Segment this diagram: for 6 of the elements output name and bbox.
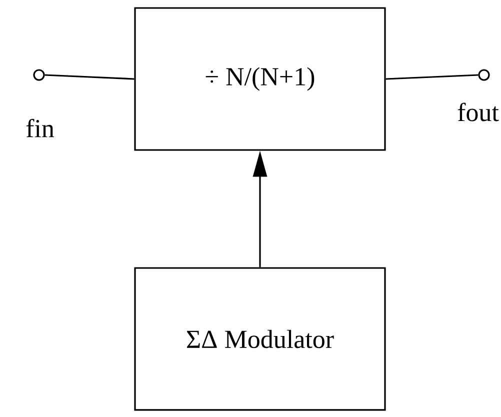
terminal-circle — [478, 69, 490, 81]
terminal-label: fout — [458, 102, 499, 122]
block-box: ÷ N/(N+1) — [134, 7, 386, 151]
block-box: ΣΔ Modulator — [134, 267, 386, 411]
terminal-label: fin — [26, 118, 54, 138]
terminal-circle — [33, 69, 45, 81]
